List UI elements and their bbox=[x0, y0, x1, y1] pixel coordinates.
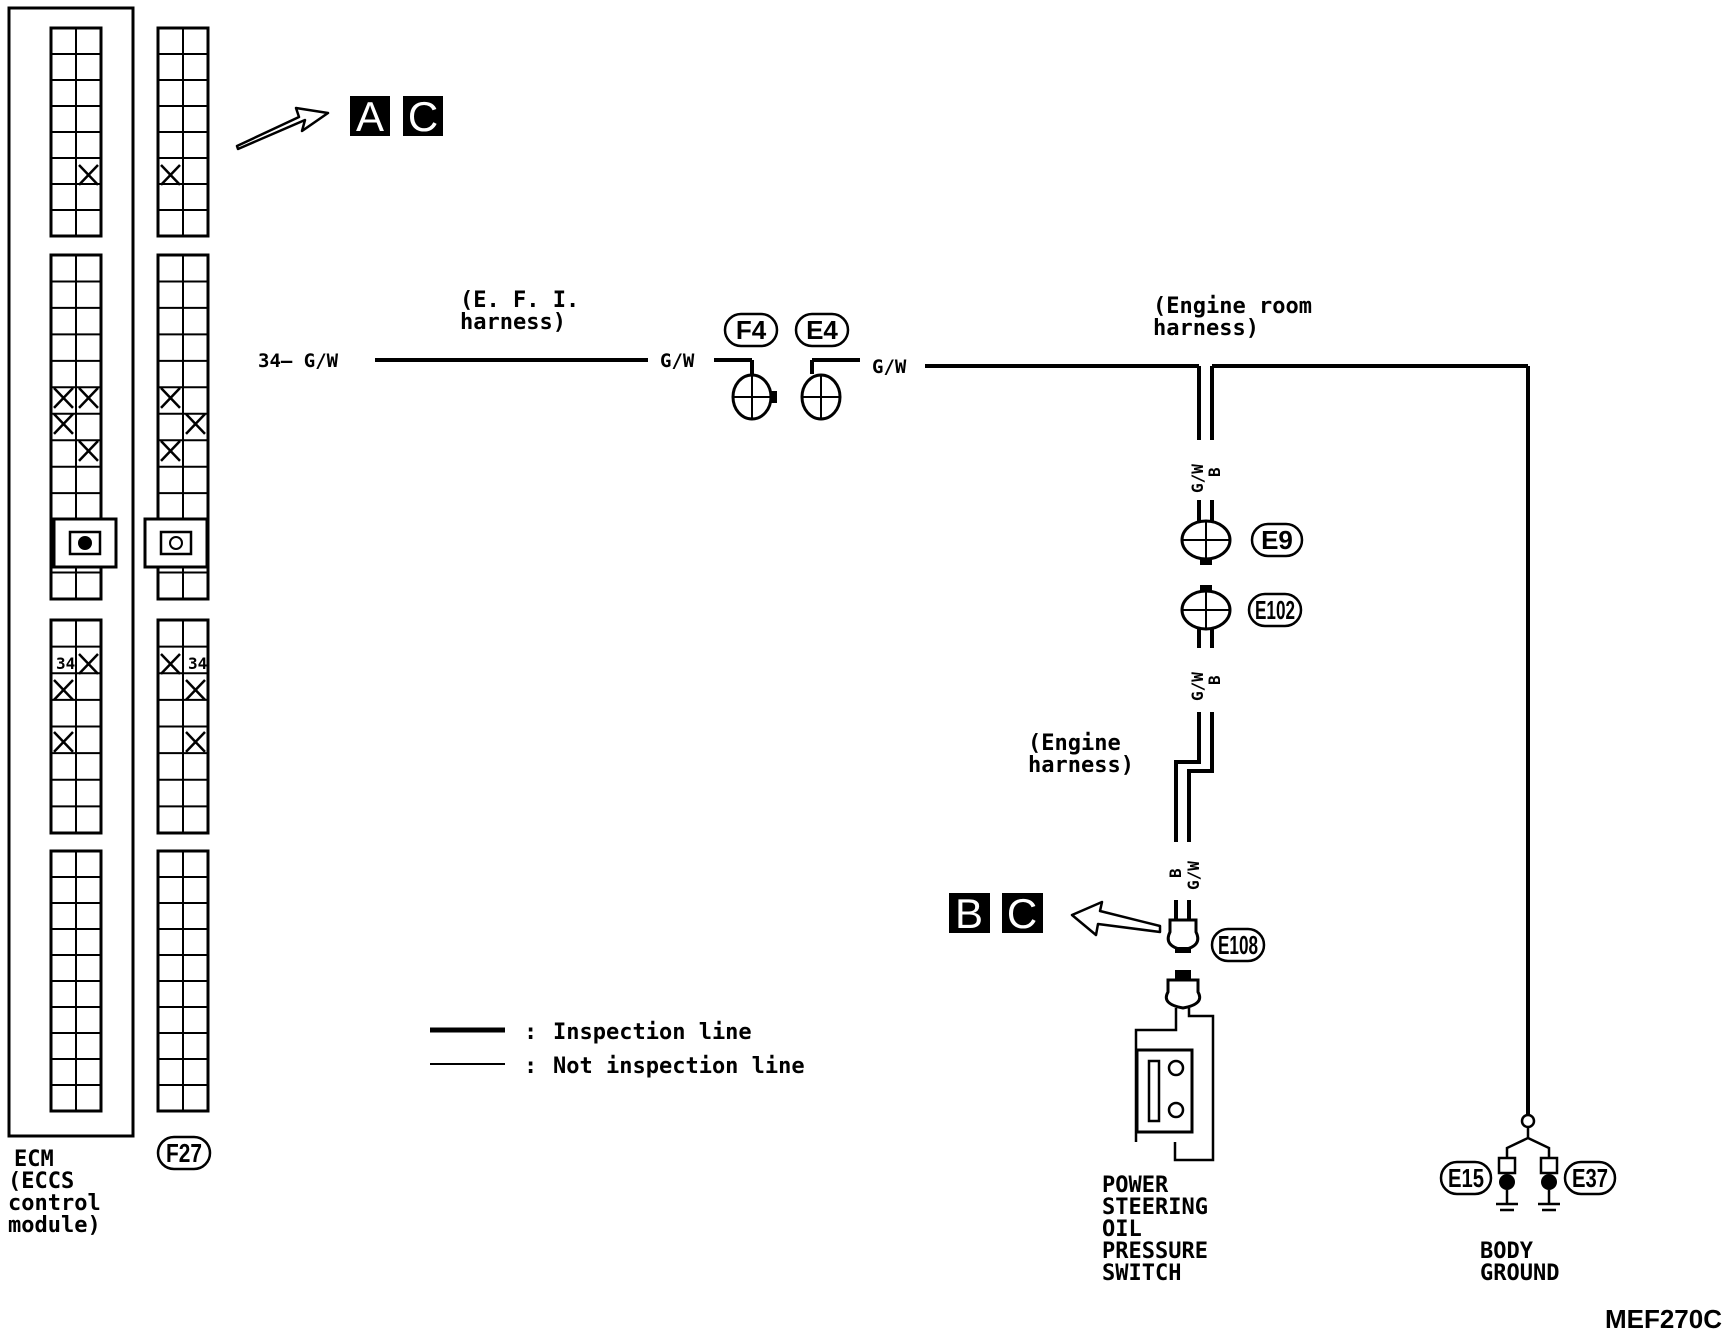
f27-pin-34-label: 34 bbox=[188, 654, 207, 673]
power-steering-switch-label: POWER STEERING OIL PRESSURE SWITCH bbox=[1102, 1173, 1221, 1286]
legend-separator-2: : bbox=[524, 1054, 537, 1079]
connector-e9 bbox=[1180, 519, 1232, 565]
engine-room-harness-line-2: harness) bbox=[1153, 316, 1259, 341]
reference-arrow-top bbox=[235, 106, 330, 151]
svg-text:C: C bbox=[1007, 890, 1037, 937]
ecm-cross-mark bbox=[53, 387, 74, 409]
connector-f4 bbox=[731, 373, 777, 421]
ecm-cross-mark bbox=[78, 653, 99, 675]
reference-arrow-bottom bbox=[1070, 900, 1162, 937]
vertical-label-gw-3: G/W bbox=[1184, 861, 1203, 890]
connector-badge-e108: E108 bbox=[1210, 927, 1266, 963]
engine-harness-line-1: (Engine bbox=[1028, 731, 1121, 756]
vertical-label-gw-2: G/W bbox=[1188, 672, 1207, 701]
figure-code: MEF270C bbox=[1605, 1304, 1722, 1334]
body-ground-line-1: BODY bbox=[1480, 1239, 1534, 1264]
connector-badge-e37: E37 bbox=[1563, 1160, 1617, 1196]
svg-text:F27: F27 bbox=[166, 1138, 202, 1168]
ecm-label-line-3: control bbox=[8, 1191, 101, 1216]
connector-e4 bbox=[800, 373, 842, 421]
connector-badge-e4: E4 bbox=[794, 312, 850, 348]
svg-text:E102: E102 bbox=[1255, 595, 1295, 625]
connector-badge-e9: E9 bbox=[1250, 522, 1304, 558]
ps-label-line-3: OIL bbox=[1102, 1217, 1142, 1242]
wire-label-after-e4: G/W bbox=[872, 356, 907, 378]
f27-cross-mark bbox=[160, 653, 181, 675]
connector-badge-f4: F4 bbox=[723, 312, 779, 348]
ecm-cross-mark bbox=[78, 164, 99, 186]
svg-text:E37: E37 bbox=[1572, 1163, 1608, 1193]
wire-label-before-f4: G/W bbox=[660, 350, 695, 372]
ecm-key bbox=[52, 517, 118, 569]
svg-text:B: B bbox=[955, 890, 983, 937]
f27-connector-grid bbox=[143, 26, 210, 1113]
svg-text:E15: E15 bbox=[1448, 1163, 1484, 1193]
reference-box-b: B bbox=[949, 890, 990, 937]
efi-harness-line-2: harness) bbox=[460, 310, 566, 335]
engine-harness-wire-gw bbox=[1174, 712, 1201, 842]
connector-badge-f27: F27 bbox=[156, 1135, 212, 1171]
svg-text:E9: E9 bbox=[1261, 525, 1293, 555]
connector-badge-e102: E102 bbox=[1247, 592, 1303, 628]
f27-cross-mark bbox=[185, 731, 206, 753]
reference-box-a: A bbox=[350, 93, 390, 140]
body-ground-line-2: GROUND bbox=[1480, 1261, 1559, 1286]
f27-cross-mark bbox=[160, 164, 181, 186]
f27-key bbox=[143, 517, 209, 569]
vertical-label-b-3: B bbox=[1166, 868, 1185, 878]
ecm-label-line-4: module) bbox=[8, 1213, 101, 1238]
svg-text:A: A bbox=[356, 93, 384, 140]
ecm-frame bbox=[7, 6, 135, 1138]
legend-separator-1: : bbox=[524, 1020, 537, 1045]
connector-badge-e15: E15 bbox=[1439, 1160, 1493, 1196]
f27-cross-mark bbox=[160, 440, 181, 462]
f27-cross-mark bbox=[185, 679, 206, 701]
power-steering-switch bbox=[1134, 970, 1215, 1162]
ps-label-line-5: SWITCH bbox=[1102, 1261, 1181, 1286]
reference-box-c-bottom: C bbox=[1002, 890, 1043, 937]
connector-e102 bbox=[1180, 585, 1232, 631]
svg-text:E4: E4 bbox=[806, 315, 838, 345]
svg-text:F4: F4 bbox=[736, 315, 767, 345]
ps-label-line-4: PRESSURE bbox=[1102, 1239, 1208, 1264]
engine-harness-line-2: harness) bbox=[1028, 753, 1134, 778]
svg-text:C: C bbox=[408, 93, 438, 140]
legend: : Inspection line : Not inspection line bbox=[430, 1020, 805, 1079]
legend-not-inspection-text: Not inspection line bbox=[553, 1054, 805, 1079]
f27-cross-mark bbox=[160, 387, 181, 409]
engine-room-harness-line-1: (Engine room bbox=[1153, 294, 1312, 319]
ecm-connector-grid bbox=[49, 26, 118, 1113]
reference-box-c-top: C bbox=[403, 93, 443, 140]
efi-harness-line-1: (E. F. I. bbox=[460, 288, 579, 313]
ecm-pin-34-label: 34 bbox=[56, 654, 75, 673]
ps-label-line-1: POWER bbox=[1102, 1173, 1169, 1198]
connector-e108 bbox=[1166, 918, 1200, 953]
legend-inspection-text: Inspection line bbox=[553, 1020, 752, 1045]
ecm-cross-mark bbox=[53, 679, 74, 701]
engine-harness-wire-b bbox=[1187, 712, 1214, 842]
ecm-label: ECM (ECCS control module) bbox=[8, 1147, 114, 1238]
ecm-cross-mark bbox=[78, 440, 99, 462]
efi-harness-label: (E. F. I. harness) bbox=[460, 288, 592, 335]
ecm-label-line-1: ECM bbox=[14, 1147, 54, 1172]
body-ground bbox=[1496, 1113, 1560, 1212]
engine-harness-label: (Engine harness) bbox=[1028, 731, 1134, 778]
body-ground-label: BODY GROUND bbox=[1480, 1239, 1559, 1286]
f27-cross-mark bbox=[185, 413, 206, 435]
ecm-cross-mark bbox=[78, 387, 99, 409]
ps-label-line-2: STEERING bbox=[1102, 1195, 1208, 1220]
vertical-label-b-2: B bbox=[1205, 675, 1224, 685]
svg-text:E108: E108 bbox=[1218, 930, 1258, 960]
vertical-label-b-1: B bbox=[1205, 467, 1224, 477]
ecm-cross-mark bbox=[53, 731, 74, 753]
vertical-label-gw-1: G/W bbox=[1188, 464, 1207, 493]
wire-label-start: 34— G/W bbox=[258, 350, 339, 372]
ecm-label-line-2: (ECCS bbox=[8, 1169, 74, 1194]
engine-room-harness-label: (Engine room harness) bbox=[1153, 294, 1325, 341]
ecm-cross-mark bbox=[53, 413, 74, 435]
